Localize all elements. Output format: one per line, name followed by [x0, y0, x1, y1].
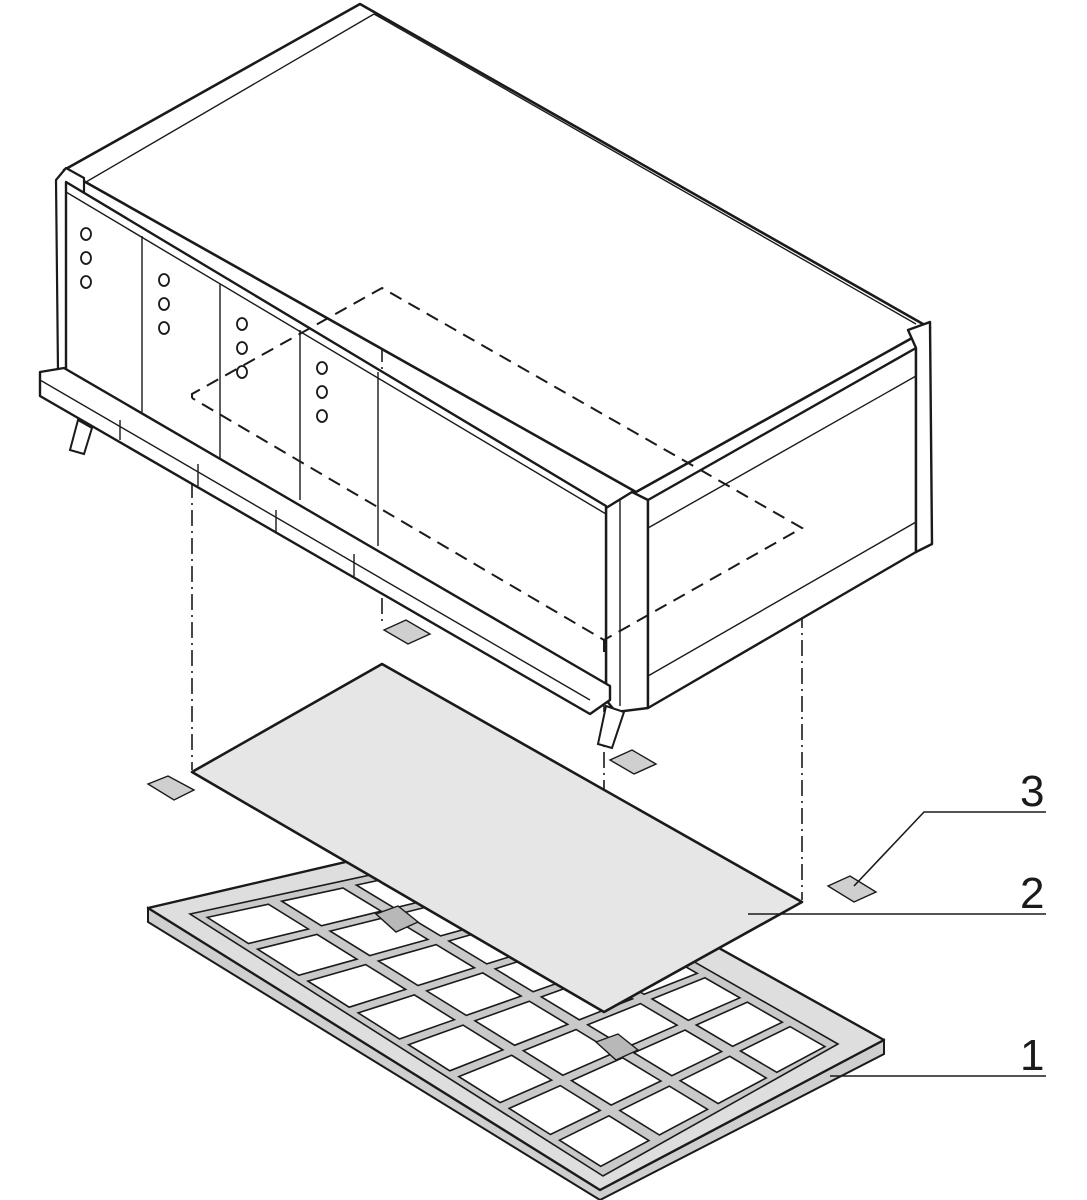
pad-1	[146, 775, 196, 801]
callout-3: 3	[1020, 767, 1044, 816]
foot-right	[596, 704, 626, 750]
pad-5	[374, 905, 420, 933]
case-right-cap-front	[604, 490, 650, 714]
filter-grid-cell	[507, 1084, 602, 1136]
filter-grid-cell	[569, 1056, 663, 1107]
indicator-hole	[80, 251, 92, 265]
indicator-hole	[80, 275, 92, 289]
filter-grid-cell	[557, 1114, 651, 1168]
filter-grid-cell	[650, 976, 742, 1022]
indicator-hole	[316, 385, 328, 399]
indicator-hole	[236, 317, 248, 331]
filter-grid-cell	[457, 1054, 554, 1104]
callout-1: 1	[1020, 1031, 1044, 1080]
pad-4	[826, 875, 878, 903]
indicator-hole	[236, 341, 248, 355]
filter-grid-cell	[305, 963, 408, 1009]
filter-grid-cell	[473, 1000, 570, 1047]
callout-2: 2	[1020, 869, 1044, 918]
filter-sheet	[190, 662, 804, 1014]
filter-grid-cell	[406, 1024, 505, 1072]
indicator-hole	[158, 321, 170, 335]
front-rail	[38, 366, 612, 716]
indicator-hole	[158, 273, 170, 287]
enclosure-case	[38, 2, 934, 750]
pad-3	[608, 749, 658, 775]
footprint-dashed-outline	[191, 286, 805, 652]
pad-6	[594, 1033, 640, 1061]
filter-grid-cell	[738, 1025, 827, 1074]
indicator-hole	[236, 365, 248, 379]
indicator-hole	[316, 361, 328, 375]
filter-grid-cell	[279, 887, 384, 927]
indicator-hole	[80, 227, 92, 241]
indicator-hole	[158, 297, 170, 311]
adhesive-pads	[146, 619, 878, 1061]
filter-grid-cell	[356, 994, 457, 1040]
callout-leaders	[748, 811, 1046, 1077]
filter-grid-cell	[632, 1029, 724, 1077]
filter-grid-cell	[376, 943, 477, 987]
foot-left	[68, 418, 94, 456]
indicator-hole	[316, 409, 328, 423]
filter-grid-cell	[424, 972, 523, 1017]
filter-grid-cell	[694, 1001, 785, 1048]
case-right-cap-back	[906, 320, 934, 554]
filter-grid-cell	[255, 933, 359, 977]
filter-grid-cell	[678, 1055, 768, 1105]
module-indicator-holes	[80, 227, 328, 423]
leader-3	[853, 811, 1046, 887]
filter-grid-cell	[205, 903, 311, 945]
pad-2	[382, 619, 432, 645]
filter-grid-cell	[618, 1085, 710, 1136]
